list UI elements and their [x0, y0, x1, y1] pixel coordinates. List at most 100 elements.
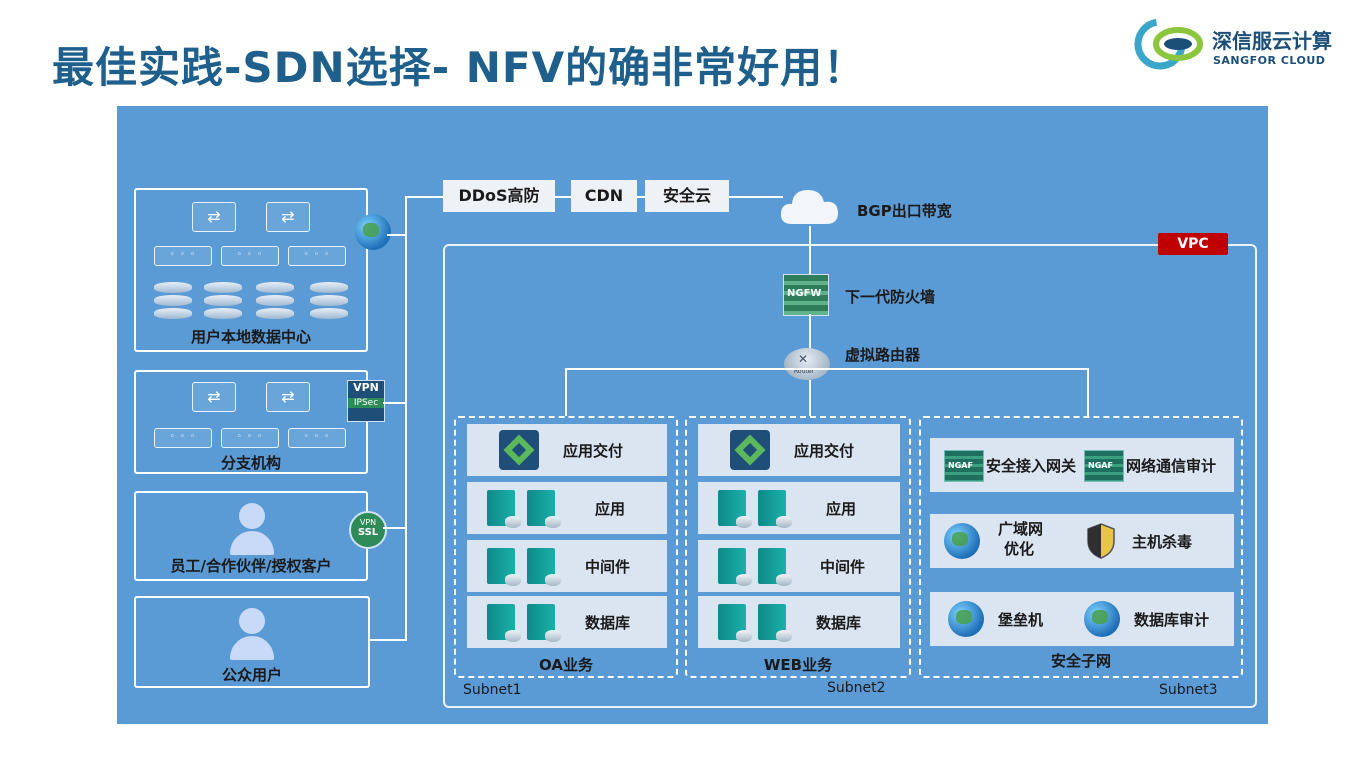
branch-box: ⇄ ⇄ ◦ ◦ ◦ ◦ ◦ ◦ ◦ ◦ ◦ 分支机构	[134, 370, 368, 474]
bastion-host-icon	[948, 601, 984, 637]
switch-icon: ⇄	[192, 382, 236, 412]
row-label: 数据库	[816, 614, 862, 632]
cdn-tab: CDN	[571, 180, 637, 212]
wan-optimization-icon	[944, 523, 980, 559]
router-strip-icon: ◦ ◦ ◦	[154, 428, 212, 448]
app-delivery-icon	[499, 430, 539, 470]
app-delivery-row: 应用交付	[467, 424, 667, 476]
server-icon	[718, 604, 752, 642]
cloud-logo-icon	[1134, 18, 1203, 70]
firewall-label: 下一代防火墙	[845, 288, 936, 306]
connector-line	[387, 234, 407, 236]
connector-line	[405, 196, 407, 640]
security-row-2: 广域网 优化 主机杀毒	[930, 514, 1234, 568]
connector-line	[1087, 368, 1089, 416]
server-icon	[527, 604, 561, 642]
server-icon	[487, 490, 521, 528]
subnet1-oa: 应用交付 应用 中间件 数据库 OA业务	[454, 416, 678, 678]
subnet3-security: NGAF 安全接入网关 NGAF 网络通信审计 广域网 优化 主机杀毒 堡垒机 …	[919, 416, 1243, 678]
connector-line	[809, 226, 811, 276]
subnet-title: OA业务	[539, 656, 593, 674]
router-strip-icon: ◦ ◦ ◦	[154, 246, 212, 266]
connector-line	[809, 380, 811, 416]
database-row: 数据库	[698, 596, 900, 648]
subnet1-name: Subnet1	[463, 682, 522, 698]
server-icon	[487, 548, 521, 586]
database-audit-icon	[1084, 601, 1120, 637]
antivirus-label: 主机杀毒	[1132, 533, 1193, 551]
connector-line	[383, 527, 407, 529]
row-label: 中间件	[585, 558, 631, 576]
ddos-tab: DDoS高防	[443, 180, 555, 212]
security-row-3: 堡垒机 数据库审计	[930, 592, 1234, 646]
row-label: 应用交付	[563, 442, 624, 460]
ipsec-label: IPSec	[348, 398, 384, 408]
server-icon	[758, 604, 792, 642]
firewall-icon: NGFW	[783, 274, 829, 316]
staff-label: 员工/合作伙伴/授权客户	[170, 557, 332, 575]
cloud-icon	[780, 190, 838, 224]
subnet-title: WEB业务	[763, 656, 833, 674]
row-label: 应用交付	[794, 442, 855, 460]
bastion-label: 堡垒机	[998, 611, 1044, 629]
server-icon	[487, 604, 521, 642]
router-badge: Router	[794, 368, 814, 375]
app-delivery-row: 应用交付	[698, 424, 900, 476]
datacenter-box: ⇄ ⇄ ◦ ◦ ◦ ◦ ◦ ◦ ◦ ◦ ◦ 用户本地数据中心	[134, 188, 368, 352]
database-icon	[256, 282, 294, 320]
ngfw-badge: NGFW	[787, 288, 822, 299]
app-delivery-icon	[730, 430, 770, 470]
server-icon	[758, 548, 792, 586]
row-label: 中间件	[820, 558, 866, 576]
vpc-tag: VPC	[1158, 233, 1228, 255]
wan-opt-label: 广域网	[998, 520, 1044, 538]
router-strip-icon: ◦ ◦ ◦	[288, 428, 346, 448]
branch-label: 分支机构	[220, 454, 281, 472]
server-icon	[718, 490, 752, 528]
vpn-label: VPN	[359, 518, 377, 527]
datacenter-label: 用户本地数据中心	[190, 328, 311, 346]
logo-text-en: SANGFOR CLOUD	[1213, 54, 1326, 67]
ngaf-icon: NGAF	[1084, 450, 1124, 482]
server-icon	[527, 490, 561, 528]
ngaf-icon: NGAF	[944, 450, 984, 482]
security-cloud-tab: 安全云	[645, 180, 729, 212]
row-label: 应用	[595, 500, 626, 518]
connector-line	[383, 402, 407, 404]
wan-opt-label-2: 优化	[1004, 540, 1035, 558]
page-title: 最佳实践-SDN选择- NFV的确非常好用！	[52, 43, 867, 92]
db-audit-label: 数据库审计	[1134, 611, 1210, 629]
vpc-frame	[443, 244, 1257, 708]
server-icon	[758, 490, 792, 528]
user-icon	[230, 608, 274, 660]
app-row: 应用	[467, 482, 667, 534]
connector-line	[809, 314, 811, 350]
public-label: 公众用户	[221, 666, 282, 684]
security-row-1: NGAF 安全接入网关 NGAF 网络通信审计	[930, 438, 1234, 492]
connector-line	[565, 368, 567, 416]
router-label: 虚拟路由器	[845, 346, 921, 364]
subnet2-name: Subnet2	[827, 680, 886, 696]
router-strip-icon: ◦ ◦ ◦	[288, 246, 346, 266]
antivirus-shield-icon	[1087, 523, 1115, 559]
row-label: 数据库	[585, 614, 631, 632]
public-box: 公众用户	[134, 596, 370, 688]
wan-optimization-icon	[355, 214, 391, 250]
ssl-label: SSL	[357, 527, 379, 538]
staff-box: 员工/合作伙伴/授权客户	[134, 491, 368, 581]
server-icon	[718, 548, 752, 586]
bgp-label: BGP出口带宽	[857, 202, 952, 220]
sangfor-logo	[1132, 14, 1206, 70]
database-icon	[154, 282, 192, 320]
switch-icon: ⇄	[266, 202, 310, 232]
vpn-label: VPN	[353, 381, 379, 394]
server-icon	[527, 548, 561, 586]
subnet-title: 安全子网	[1050, 652, 1111, 670]
connector-line	[565, 368, 1089, 370]
subnet3-name: Subnet3	[1159, 682, 1218, 698]
router-icon: ✕ Router	[784, 348, 830, 380]
switch-icon: ⇄	[192, 202, 236, 232]
network-audit-label: 网络通信审计	[1126, 457, 1217, 475]
subnet2-web: 应用交付 应用 中间件 数据库 WEB业务	[685, 416, 911, 678]
connector-line	[370, 639, 407, 641]
